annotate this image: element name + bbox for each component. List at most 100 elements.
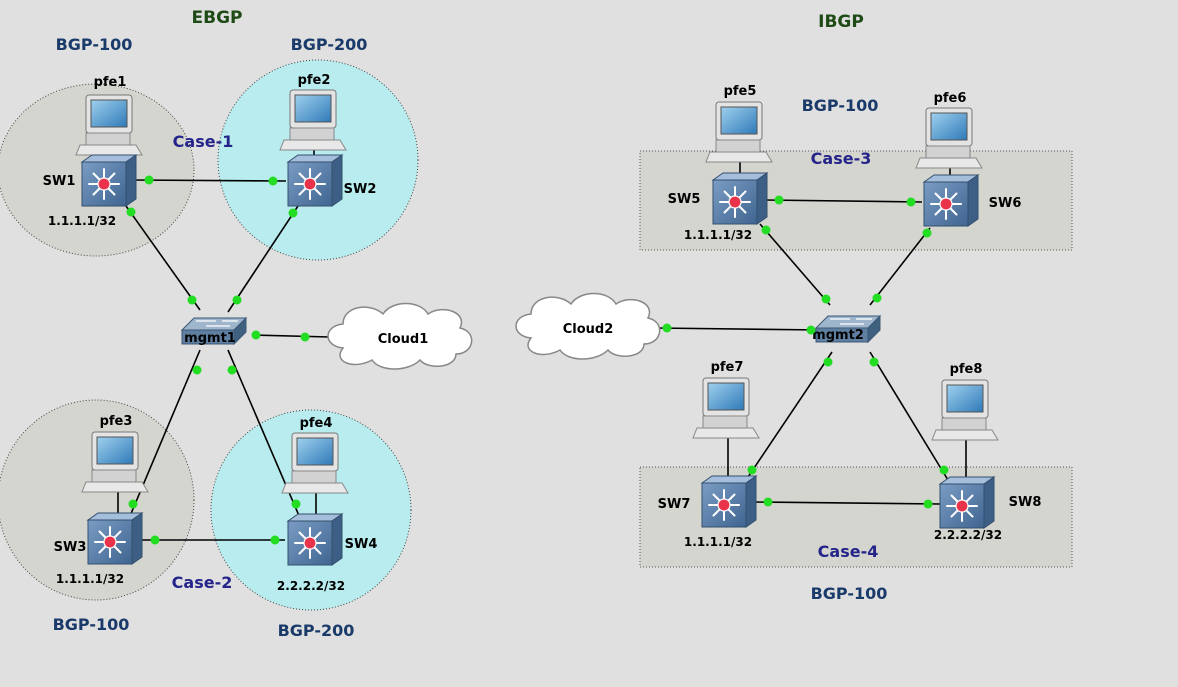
sw4-ip-label: 2.2.2.2/32 [277, 579, 345, 593]
port-dot [268, 176, 278, 186]
link-sw1-sw2 [129, 179, 287, 182]
port-dot [187, 295, 197, 305]
sw8-ip-label: 2.2.2.2/32 [934, 528, 1002, 542]
sw5-switch[interactable]: SW5 [668, 172, 768, 225]
sw4-label: SW4 [345, 537, 378, 552]
sw3-ip-label: 1.1.1.1/32 [56, 572, 124, 586]
port-dot [291, 499, 301, 509]
sw1-ip-label: 1.1.1.1/32 [48, 214, 116, 228]
switch-icon [287, 513, 343, 566]
cloud2[interactable]: Cloud2 [515, 292, 661, 360]
port-dot [906, 197, 916, 207]
switch-icon [287, 154, 343, 207]
sw4-switch[interactable]: SW4 [287, 513, 378, 566]
port-dots [126, 175, 949, 545]
port-dot [763, 497, 773, 507]
sw1-switch[interactable]: SW1 [43, 154, 137, 207]
pfe7-host[interactable]: pfe7 [692, 360, 760, 439]
pfe8-label: pfe8 [950, 362, 983, 377]
port-dot [662, 323, 672, 333]
link-mgmt2-sw7 [745, 351, 833, 481]
asn-label-bgp100: BGP-100 [802, 96, 879, 115]
pfe5-label: pfe5 [724, 84, 757, 99]
asn-label-bgp200: BGP-200 [278, 621, 355, 640]
port-dot [126, 207, 136, 217]
sw3-label: SW3 [54, 540, 87, 555]
sw3-switch[interactable]: SW3 [54, 512, 143, 565]
pc-icon [931, 379, 999, 441]
pfe6-label: pfe6 [934, 91, 967, 106]
sw7-label: SW7 [658, 497, 691, 512]
case4-label: Case-4 [818, 542, 879, 561]
sw6-switch[interactable]: SW6 [923, 174, 1021, 227]
asn-label-bgp200: BGP-200 [291, 35, 368, 54]
sw8-label: SW8 [1009, 495, 1042, 510]
pc-icon [75, 94, 143, 156]
pfe5-host[interactable]: pfe5 [705, 84, 773, 163]
switch-icon [701, 475, 757, 528]
sw5-ip-label: 1.1.1.1/32 [684, 228, 752, 242]
link-sw5-sw6 [763, 199, 923, 203]
pfe1-label: pfe1 [94, 75, 127, 90]
link-cloud2-mgmt2 [654, 327, 823, 331]
as100-zone-sw3 [0, 399, 195, 601]
link-sw6-mgmt2 [869, 227, 931, 306]
pfe4-host[interactable]: pfe4 [281, 416, 349, 494]
mgmt1-hub[interactable]: mgmt1 [181, 317, 247, 346]
cloud2-label: Cloud2 [563, 322, 614, 337]
port-dot [150, 535, 160, 545]
port-dot [869, 357, 879, 367]
pfe3-host[interactable]: pfe3 [81, 414, 149, 493]
sw8-switch[interactable]: SW8 [939, 476, 1042, 529]
sw7-ip-label: 1.1.1.1/32 [684, 535, 752, 549]
sw2-switch[interactable]: SW2 [287, 154, 376, 207]
port-dot [922, 228, 932, 238]
cloud1-label: Cloud1 [378, 332, 429, 347]
cloud1[interactable]: Cloud1 [327, 302, 473, 370]
asn-label-bgp100: BGP-100 [811, 584, 888, 603]
port-dot [128, 499, 138, 509]
case1-label: Case-1 [173, 132, 234, 151]
ibgp-title: IBGP [818, 12, 864, 32]
pfe7-label: pfe7 [711, 360, 744, 375]
port-dot [806, 325, 816, 335]
sw1-label: SW1 [43, 174, 76, 189]
link-mgmt2-sw8 [869, 351, 949, 481]
link-sw5-mgmt2 [759, 223, 831, 306]
switch-icon [712, 172, 768, 225]
pc-icon [915, 107, 983, 169]
pfe1-host[interactable]: pfe1 [75, 75, 143, 156]
port-dot [288, 208, 298, 218]
pfe6-host[interactable]: pfe6 [915, 91, 983, 169]
port-dot [939, 465, 949, 475]
pc-icon [279, 89, 347, 151]
mgmt1-label: mgmt1 [184, 331, 236, 346]
port-dot [823, 357, 833, 367]
port-dot [144, 175, 154, 185]
port-dot [923, 499, 933, 509]
mgmt2-hub[interactable]: mgmt2 [812, 315, 881, 343]
switch-icon [81, 154, 137, 207]
asn-label-bgp100: BGP-100 [53, 615, 130, 634]
port-dot [300, 332, 310, 342]
port-dot [251, 330, 261, 340]
mgmt2-label: mgmt2 [812, 328, 864, 343]
pc-icon [692, 377, 760, 439]
port-dot [872, 293, 882, 303]
sw7-switch[interactable]: SW7 [658, 475, 757, 528]
link-sw7-sw8 [751, 501, 941, 505]
port-dot [192, 365, 202, 375]
port-dot [747, 465, 757, 475]
sw5-label: SW5 [668, 192, 701, 207]
pfe2-label: pfe2 [298, 73, 331, 88]
pfe8-host[interactable]: pfe8 [931, 362, 999, 441]
link-sw1-mgmt1 [125, 205, 201, 311]
port-dot [774, 195, 784, 205]
pc-icon [281, 432, 349, 494]
link-mgmt1-cloud1 [251, 334, 331, 338]
pc-icon [705, 101, 773, 163]
port-dot [821, 294, 831, 304]
pfe2-host[interactable]: pfe2 [279, 73, 347, 151]
pc-icon [81, 431, 149, 493]
port-dot [227, 365, 237, 375]
